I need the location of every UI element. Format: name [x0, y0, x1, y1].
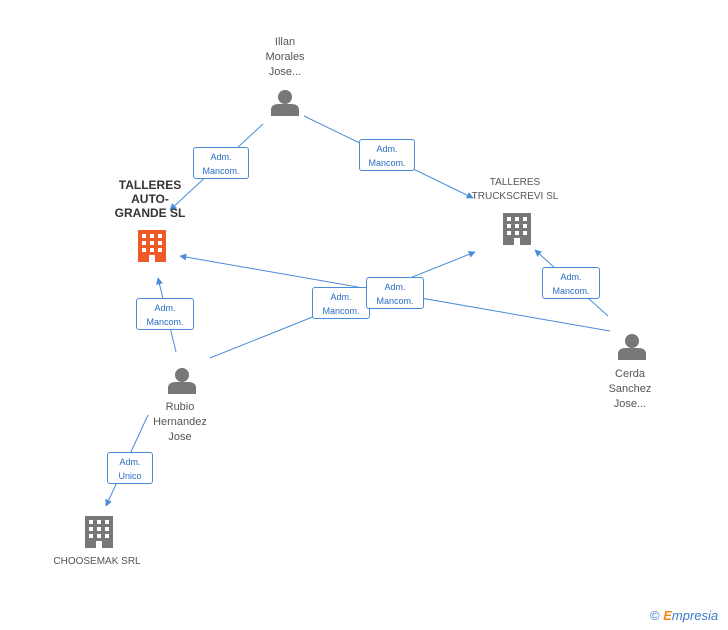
building-icon-highlighted[interactable] [138, 230, 166, 262]
brand-logo-letter: E [663, 608, 672, 623]
node-label-talleres-truck[interactable]: TALLERES TRUCKSCREVI SL [471, 177, 559, 202]
edge-label-rubio-truck: Adm.Mancom. [312, 287, 370, 319]
edge-label-rubio-choosemak: Adm.Unico [107, 452, 153, 484]
edge-label-illan-auto: Adm.Mancom. [193, 147, 249, 179]
edge-label-illan-truck: Adm.Mancom. [359, 139, 415, 171]
building-icon[interactable] [85, 516, 113, 548]
node-label-cerda[interactable]: Cerda Sanchez Jose... [608, 368, 652, 410]
person-icon[interactable] [618, 334, 646, 360]
edge-label-cerda-auto: Adm.Mancom. [366, 277, 424, 309]
brand-name: mpresia [671, 608, 719, 623]
building-icon[interactable] [503, 213, 531, 245]
copyright-symbol: © [650, 608, 660, 623]
edge-label-cerda-truck: Adm.Mancom. [542, 267, 600, 299]
node-label-talleres-auto[interactable]: TALLERES AUTO- GRANDE SL [114, 178, 186, 220]
node-label-rubio[interactable]: Rubio Hernandez Jose [153, 401, 207, 443]
brand-footer: © Empresia [650, 608, 718, 623]
person-icon[interactable] [271, 90, 299, 116]
person-icon[interactable] [168, 368, 196, 394]
node-label-illan[interactable]: Illan Morales Jose... [265, 36, 305, 78]
node-label-choosemak[interactable]: CHOOSEMAK SRL [53, 556, 141, 567]
edge-label-rubio-auto: Adm.Mancom. [136, 298, 194, 330]
